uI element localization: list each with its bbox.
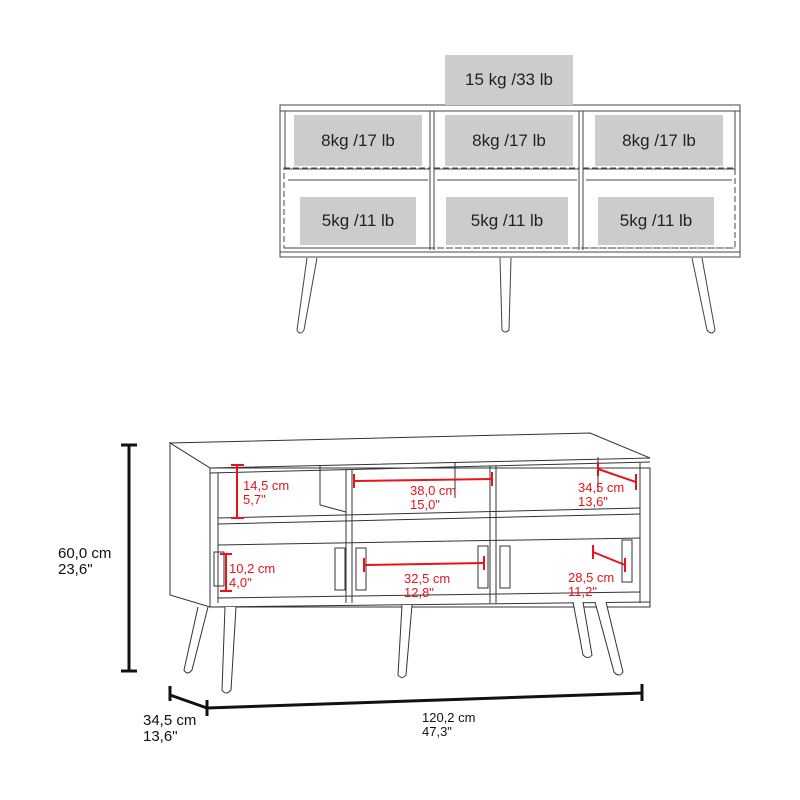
shelf-load-label-right: 8kg /17 lb bbox=[595, 115, 723, 166]
upper-center-compartment-dim: 38,0 cm 15,0" bbox=[410, 483, 457, 512]
upper-right-compartment-dim: 34,5 cm 13,6" bbox=[578, 480, 625, 509]
lower-center-compartment-dim: 32,5 cm 12,8" bbox=[404, 571, 451, 600]
shelf-load-label-center: 8kg /17 lb bbox=[445, 115, 573, 166]
perspective-cabinet bbox=[168, 432, 651, 694]
depth-dimension-label: 34,5 cm 13,6" bbox=[143, 712, 197, 745]
drawer-load-label-left: 5kg /11 lb bbox=[300, 197, 416, 245]
lower-left-compartment-dim: 10,2 cm 4,0" bbox=[229, 561, 276, 590]
overall-dimension-lines bbox=[121, 443, 644, 716]
top-load-label: 15 kg /33 lb bbox=[445, 55, 573, 105]
compartment-dimension-lines bbox=[220, 462, 637, 592]
height-dimension-label: 60,0 cm 23,6" bbox=[58, 545, 112, 578]
width-dimension-label: 120,2 cm 47,3" bbox=[422, 710, 476, 739]
upper-left-compartment-dim: 14,5 cm 5,7" bbox=[243, 478, 290, 507]
drawer-load-label-center: 5kg /11 lb bbox=[446, 197, 568, 245]
lower-right-compartment-dim: 28,5 cm 11,2" bbox=[568, 570, 615, 599]
drawer-load-label-right: 5kg /11 lb bbox=[598, 197, 714, 245]
shelf-load-label-left: 8kg /17 lb bbox=[294, 115, 422, 166]
